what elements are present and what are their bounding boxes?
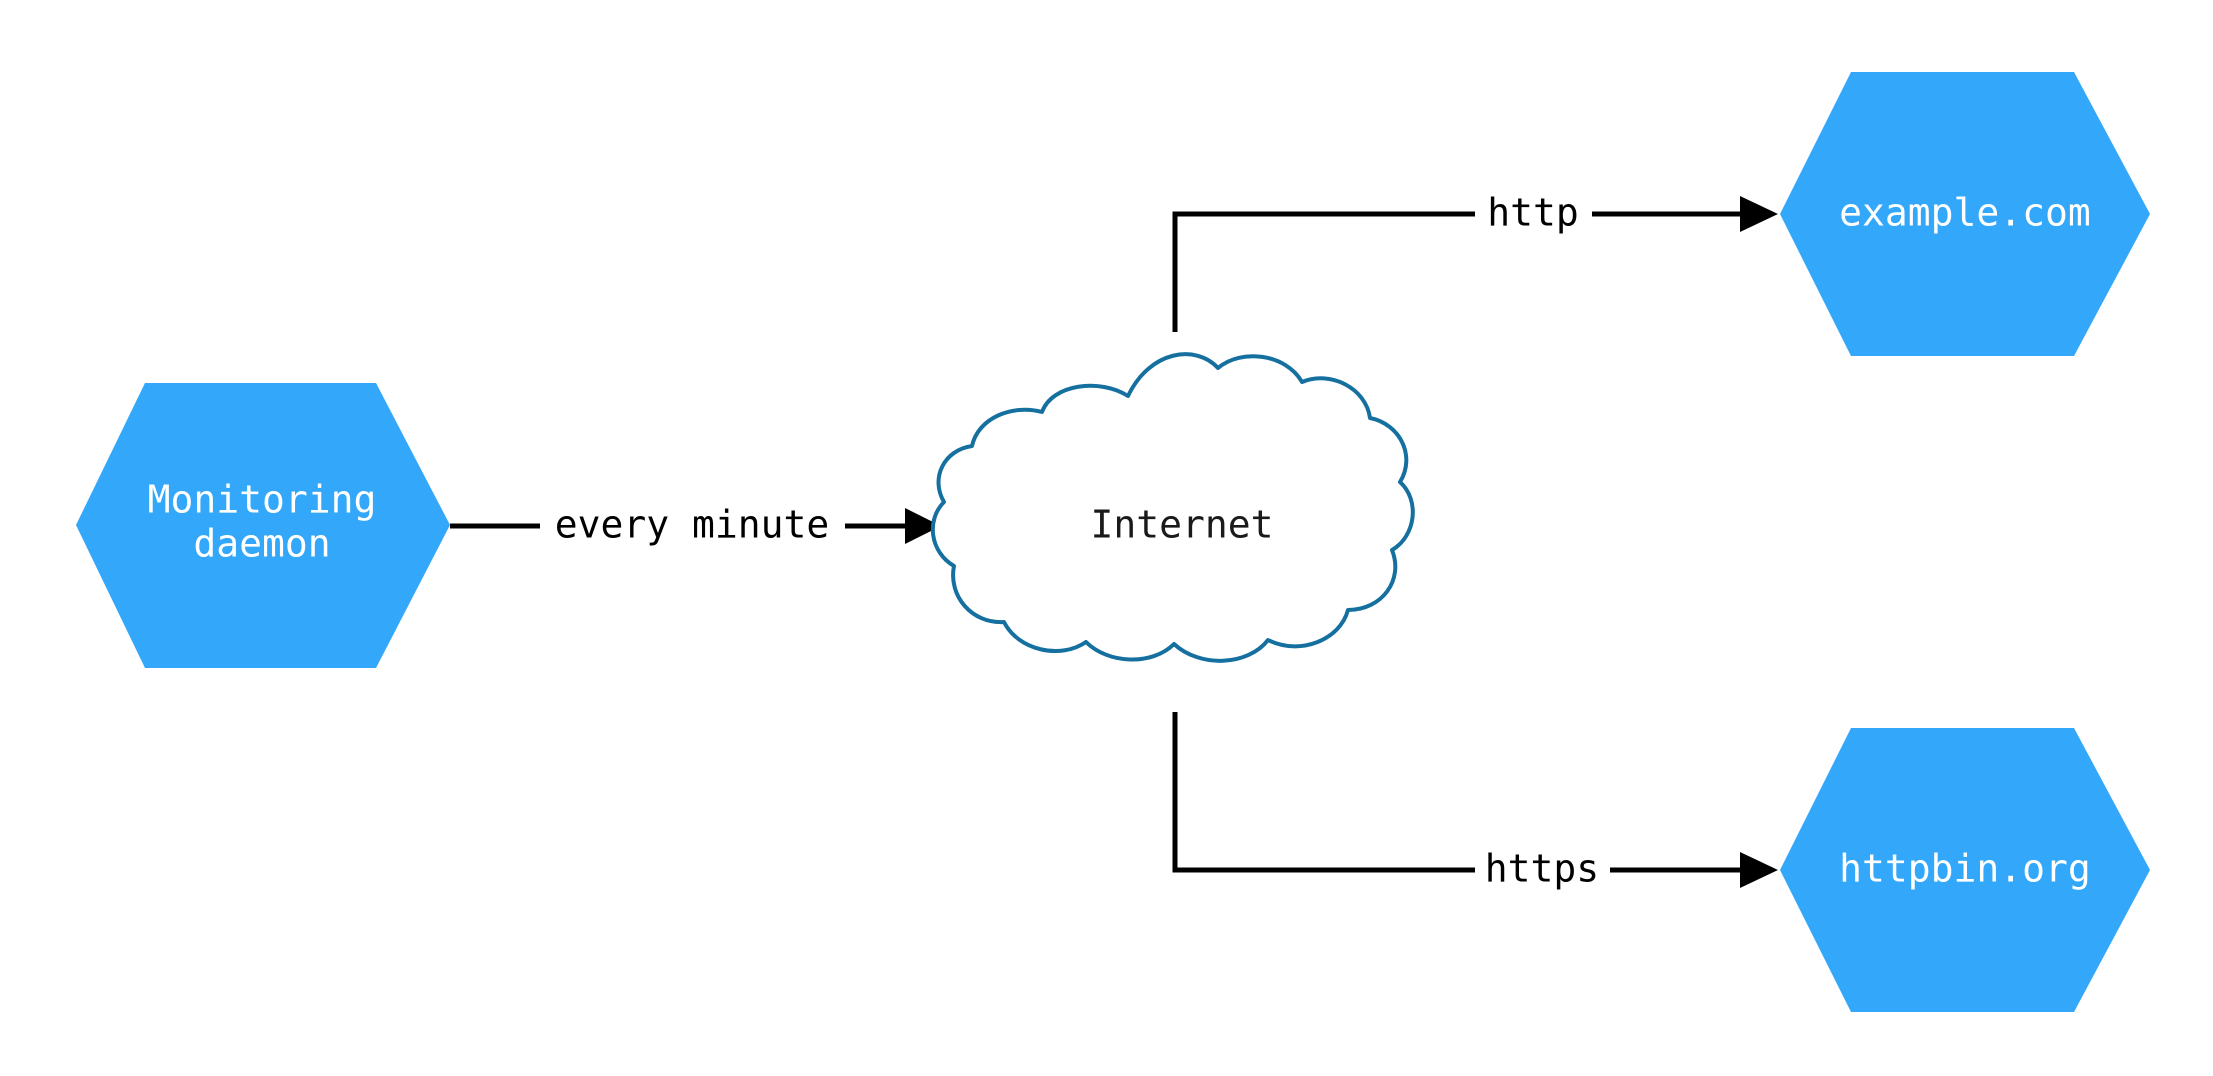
- node-label-monitoring-daemon-line2: daemon: [193, 522, 330, 566]
- edge-label-every-minute: every minute: [555, 503, 830, 547]
- edge-internet-to-httpbin: https: [1172, 712, 1778, 891]
- node-label-example-com: example.com: [1839, 191, 2091, 235]
- edge-line-http-elbow: [1172, 211, 1475, 332]
- node-label-internet: Internet: [1090, 503, 1273, 547]
- node-monitoring-daemon[interactable]: Monitoring daemon: [76, 383, 450, 668]
- node-label-httpbin-org: httpbin.org: [1839, 847, 2091, 891]
- hexagon-shape-example-com[interactable]: [1780, 72, 2150, 356]
- edge-line-https-elbow: [1172, 712, 1475, 873]
- arrowhead-icon-to-example: [1740, 196, 1778, 232]
- arrowhead-icon-to-httpbin: [1740, 852, 1778, 888]
- hexagon-shape-monitoring-daemon[interactable]: [76, 383, 450, 668]
- edge-internet-to-example: http: [1172, 191, 1778, 332]
- edge-label-https: https: [1485, 847, 1599, 891]
- arrowhead-icon-to-internet: [905, 508, 941, 544]
- cloud-shape-internet[interactable]: [930, 352, 1415, 663]
- node-internet[interactable]: Internet: [930, 352, 1415, 663]
- node-label-monitoring-daemon-line1: Monitoring: [148, 478, 377, 522]
- edge-daemon-to-internet: every minute: [450, 503, 941, 547]
- node-example-com[interactable]: example.com: [1780, 72, 2150, 356]
- edge-label-http: http: [1487, 191, 1579, 235]
- node-httpbin-org[interactable]: httpbin.org: [1780, 728, 2150, 1012]
- hexagon-shape-httpbin-org[interactable]: [1780, 728, 2150, 1012]
